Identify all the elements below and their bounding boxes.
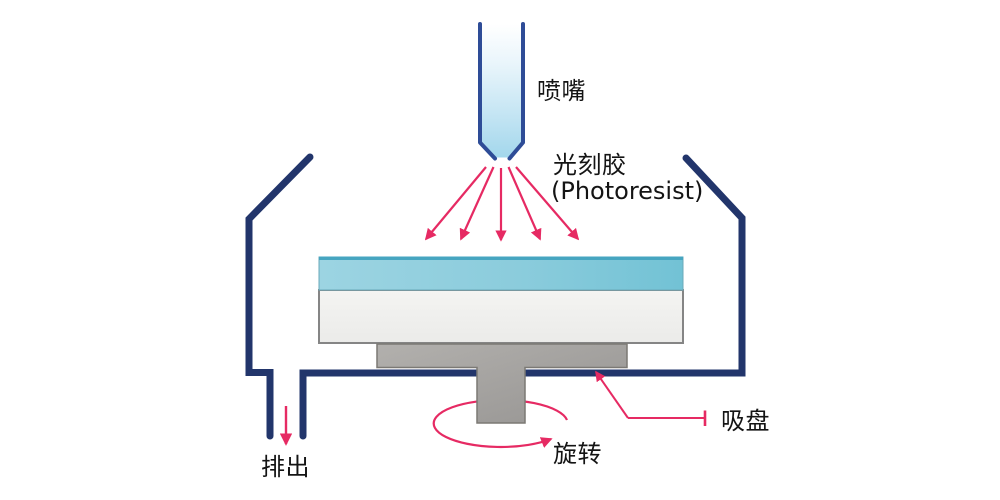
spray-arrow-1 [424, 166, 487, 241]
nozzle-outline-left [478, 22, 497, 161]
chuck-label: 吸盘 [721, 407, 770, 435]
spray-arrows [424, 166, 580, 242]
drain-label: 排出 [261, 453, 310, 481]
bowl-right-wall-and-floor [299, 154, 746, 440]
photoresist-label-en: (Photoresist) [551, 177, 704, 205]
nozzle-outline-right [507, 22, 525, 161]
nozzle-body [482, 24, 521, 158]
bowl-left-wall [245, 153, 314, 440]
chuck [376, 343, 628, 424]
chuck-leader [595, 370, 707, 426]
chuck-leader-diagonal [595, 370, 629, 419]
spray-arrow-2 [459, 166, 495, 241]
spray-arrow-4 [507, 166, 542, 241]
wafer-layer [318, 289, 684, 344]
spin-arrow [432, 398, 569, 449]
photoresist-label-zh: 光刻胶 [553, 151, 627, 179]
spin-label: 旋转 [553, 440, 602, 468]
photoresist-layer [318, 256, 684, 291]
photoresist-layer-top-edge [319, 256, 683, 260]
nozzle-label: 喷嘴 [537, 77, 586, 105]
spray-arrow-5 [515, 166, 580, 241]
